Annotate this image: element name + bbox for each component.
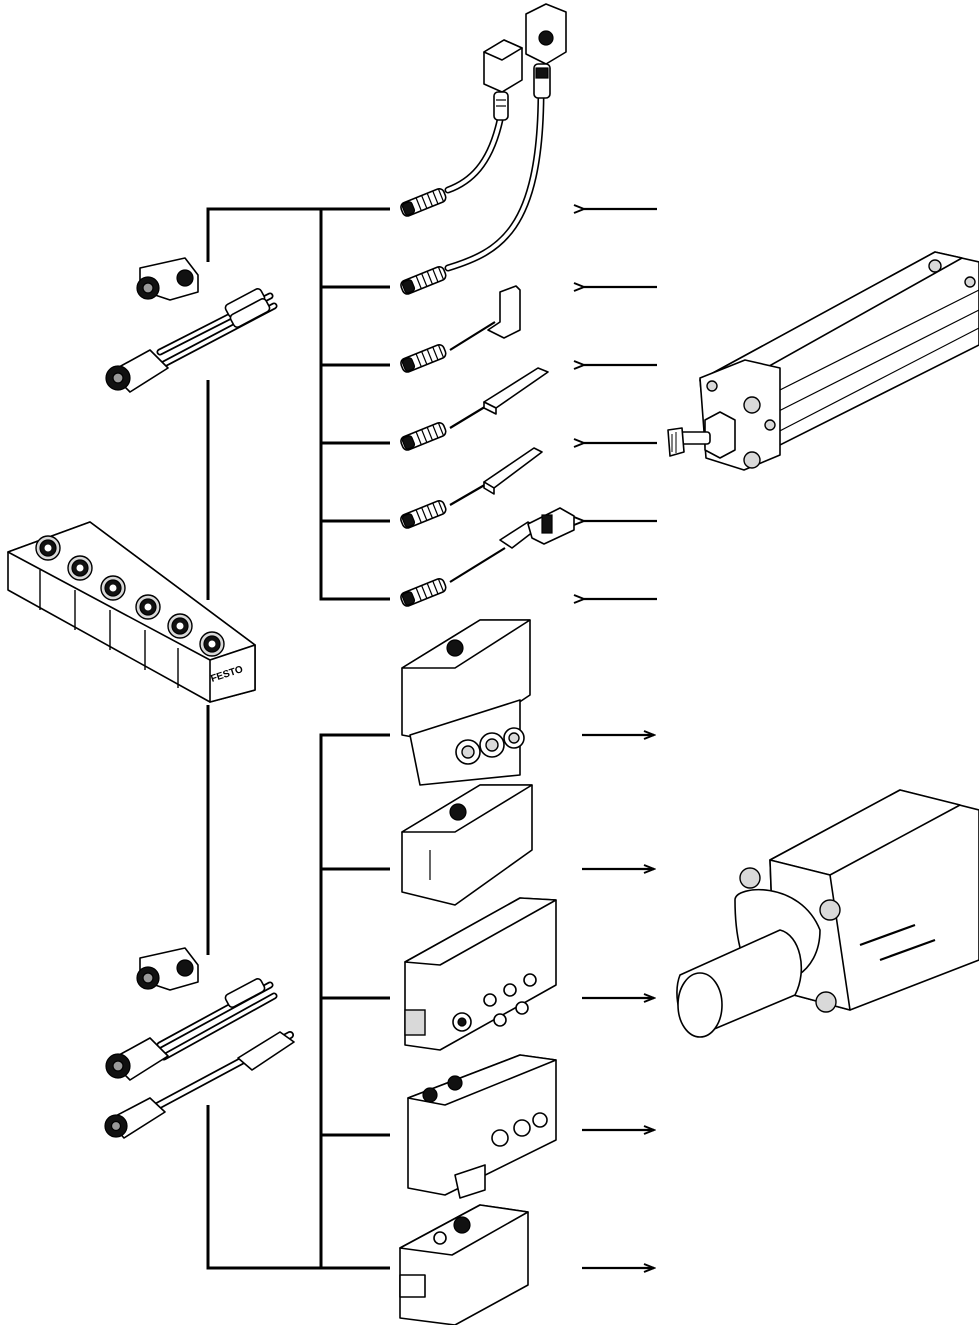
input-trunk <box>321 209 390 599</box>
t-connector-top <box>137 258 198 300</box>
output-trunk <box>321 735 390 1268</box>
sensor-plug <box>399 187 447 217</box>
sensor-plug <box>399 577 447 607</box>
optical-sensor-cables <box>448 95 541 268</box>
sensor-plug <box>399 265 447 295</box>
pneumatic-cylinder-long <box>668 252 979 470</box>
slot-sensor-2 <box>450 368 548 428</box>
output-arrows <box>582 735 654 1268</box>
slot-sensor-1 <box>450 286 520 350</box>
optical-sensor-small <box>484 40 522 120</box>
t-connector-bottom <box>137 948 198 990</box>
solenoid-valve-1 <box>402 620 530 785</box>
sensor-plug <box>399 499 447 529</box>
solenoid-valve-2 <box>402 785 532 905</box>
clip-sensor <box>450 508 574 582</box>
hub-bus-lines <box>208 209 390 1268</box>
compact-cylinder <box>677 790 979 1037</box>
solenoid-valve-5 <box>400 1205 528 1325</box>
valve-terminal-4 <box>408 1055 556 1198</box>
valve-terminal-3 <box>405 898 556 1050</box>
optical-sensor-large <box>526 4 566 98</box>
input-arrows <box>584 209 657 599</box>
io-hub-module: FESTO <box>8 522 255 702</box>
sensor-plug <box>399 343 447 373</box>
sensor-cable-pair-top <box>106 287 274 392</box>
slot-sensor-3 <box>450 448 542 505</box>
sensor-plug <box>399 421 447 451</box>
